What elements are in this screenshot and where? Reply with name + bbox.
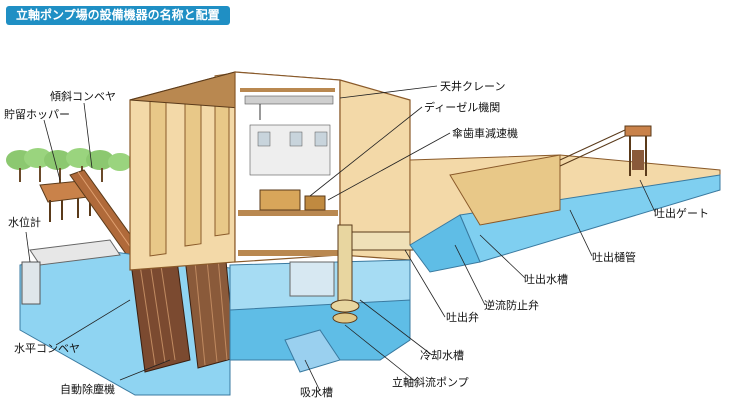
label-horizontal-conveyor: 水平コンベヤ [14, 342, 80, 355]
label-discharge-tank: 吐出水槽 [524, 272, 568, 286]
label-diesel-engine: ディーゼル機関 [424, 100, 500, 114]
label-check-valve: 逆流防止弁 [484, 298, 539, 312]
label-hopper: 貯留ホッパー [4, 108, 70, 121]
trees [6, 148, 132, 184]
label-discharge-pipe: 吐出樋管 [592, 250, 636, 264]
label-vertical-pump: 立軸斜流ポンプ [392, 375, 469, 389]
label-screen-cleaner: 自動除塵機 [60, 382, 115, 396]
label-intake-tank: 吸水槽 [300, 386, 333, 399]
label-crane: 天井クレーン [440, 79, 505, 93]
label-inclined-conveyor: 傾斜コンベヤ [50, 89, 116, 103]
label-bevel-gear: 傘歯車減速機 [452, 126, 518, 140]
label-cooling-tank: 冷却水槽 [420, 349, 464, 362]
label-discharge-valve: 吐出弁 [446, 310, 479, 324]
label-discharge-gate: 吐出ゲート [654, 206, 709, 220]
label-water-gauge: 水位計 [8, 215, 41, 229]
